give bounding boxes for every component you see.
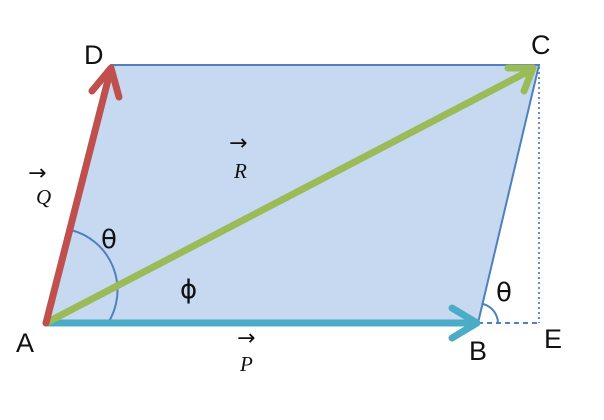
vector-q-label: Q bbox=[36, 185, 51, 209]
point-label-a: A bbox=[16, 328, 34, 358]
vector-q-arrowhead bbox=[88, 64, 123, 101]
vector-r-arrowhead bbox=[504, 64, 537, 95]
vector-r-label-arrow: → bbox=[229, 131, 247, 156]
angle-arc-theta-at-a bbox=[70, 229, 119, 324]
angle-label-theta-at-a: θ bbox=[101, 225, 117, 255]
point-label-c: C bbox=[531, 30, 551, 60]
angle-label-theta-at-b: θ bbox=[496, 278, 512, 308]
vector-q-shaft bbox=[42, 72, 113, 327]
point-label-d: D bbox=[84, 40, 104, 70]
vector-p-arrowhead bbox=[448, 304, 481, 342]
angle-label-phi-at-a: ϕ bbox=[180, 275, 197, 305]
point-label-b: B bbox=[469, 336, 487, 366]
vector-p-label: P bbox=[239, 352, 253, 376]
vector-r-shaft bbox=[42, 67, 533, 327]
vector-q-label-arrow: → bbox=[28, 161, 46, 186]
angle-arc-theta-at-b bbox=[482, 303, 499, 324]
vector-p-label-arrow: → bbox=[237, 326, 255, 351]
vector-r-label: R bbox=[233, 159, 247, 183]
point-label-e: E bbox=[544, 324, 562, 354]
